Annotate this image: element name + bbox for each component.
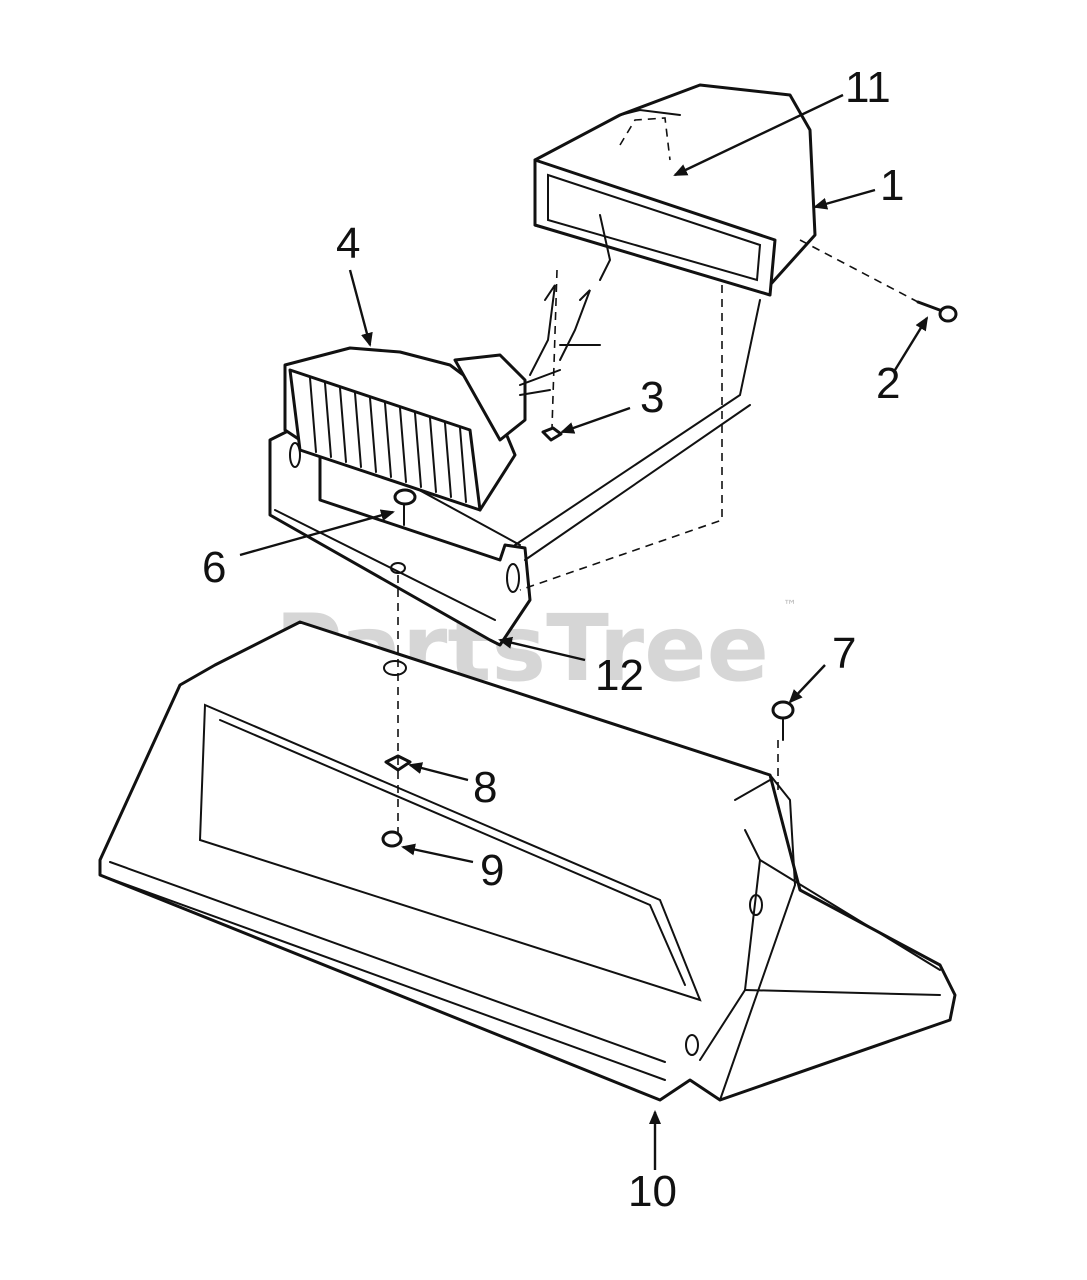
- screw-part-2: [916, 300, 958, 323]
- screw-part-7: [771, 700, 795, 741]
- watermark-trademark: ™: [783, 598, 797, 614]
- screw-part-9: [381, 830, 403, 848]
- leader-3: [560, 406, 631, 434]
- callout-1: 1: [880, 161, 904, 210]
- callout-3: 3: [640, 373, 664, 422]
- leader-6: [239, 509, 395, 557]
- leader-9: [401, 843, 474, 864]
- callout-4: 4: [336, 219, 360, 268]
- base-housing-part-10: [98, 620, 957, 1102]
- callout-labels: 1 2 3 4 6 7 8 9 10 11 12: [202, 63, 904, 1216]
- callout-2: 2: [876, 359, 900, 408]
- callout-11: 11: [845, 63, 891, 112]
- headlamp-part-4: [283, 284, 601, 512]
- leader-11: [673, 93, 844, 177]
- leader-8: [408, 762, 469, 782]
- leader-2: [893, 316, 929, 371]
- callout-9: 9: [480, 846, 504, 895]
- assembly-lines: [397, 239, 919, 835]
- callout-10: 10: [628, 1167, 677, 1216]
- lamp-housing-part-1: [533, 83, 817, 297]
- nut-part-3: [541, 426, 563, 442]
- leader-7: [788, 664, 826, 704]
- leader-4: [348, 269, 373, 347]
- callout-7: 7: [832, 629, 856, 678]
- leader-1: [813, 188, 876, 210]
- leader-12: [498, 636, 586, 662]
- screw-part-6: [393, 488, 417, 526]
- callout-6: 6: [202, 543, 226, 592]
- callout-12: 12: [595, 651, 644, 700]
- callout-8: 8: [473, 763, 497, 812]
- callout-arrows: [239, 93, 929, 1170]
